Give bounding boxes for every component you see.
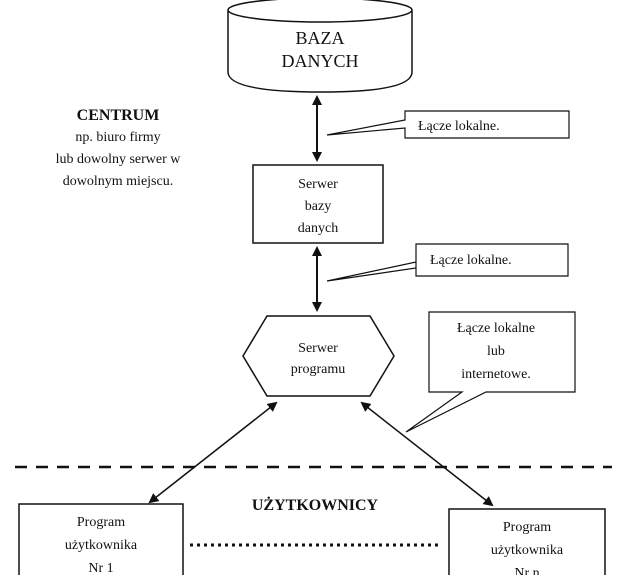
usern-line3: Nr n — [514, 566, 539, 575]
callout-local-or-internet: Łącze lokalne lub internetowe. — [405, 311, 576, 433]
callout-1-text: Łącze lokalne. — [418, 119, 500, 134]
app-server-hexagon: Serwer programu — [242, 315, 395, 397]
callout-3-line2: lub — [487, 344, 505, 359]
center-description: CENTRUM np. biuro firmy lub dowolny serw… — [56, 107, 182, 189]
center-line3: dowolnym miejscu. — [63, 174, 173, 189]
database-label-line1: BAZA — [296, 28, 345, 48]
callout-2-text: Łącze lokalne. — [430, 253, 512, 268]
db-server-line1: Serwer — [298, 177, 338, 192]
app-server-line1: Serwer — [298, 341, 338, 356]
usern-line1: Program — [503, 520, 551, 535]
db-server-box: Serwer bazy danych — [252, 164, 384, 244]
callout-local-link-1: Łącze lokalne. — [326, 110, 570, 139]
center-line1: np. biuro firmy — [75, 130, 160, 145]
callout-local-link-2: Łącze lokalne. — [326, 243, 569, 282]
user1-line2: użytkownika — [65, 538, 138, 553]
users-label: UŻYTKOWNICY — [252, 495, 379, 514]
user-program-n-box: Program użytkownika Nr n — [448, 508, 606, 575]
callout-3-line1: Łącze lokalne — [457, 321, 535, 336]
app-server-line2: programu — [291, 362, 345, 377]
center-line2: lub dowolny serwer w — [56, 152, 182, 167]
user1-line1: Program — [77, 515, 125, 530]
link-appserver-usern — [360, 401, 494, 507]
usern-line2: użytkownika — [491, 543, 564, 558]
db-server-line3: danych — [298, 221, 338, 236]
center-title: CENTRUM — [77, 107, 160, 124]
user-program-1-box: Program użytkownika Nr 1 — [18, 503, 184, 575]
link-appserver-user1 — [148, 401, 278, 504]
db-server-line2: bazy — [305, 199, 331, 214]
callout-3-line3: internetowe. — [461, 367, 531, 382]
database-label-line2: DANYCH — [281, 51, 358, 71]
database-cylinder: BAZA DANYCH — [227, 0, 413, 93]
user1-line3: Nr 1 — [88, 561, 113, 575]
